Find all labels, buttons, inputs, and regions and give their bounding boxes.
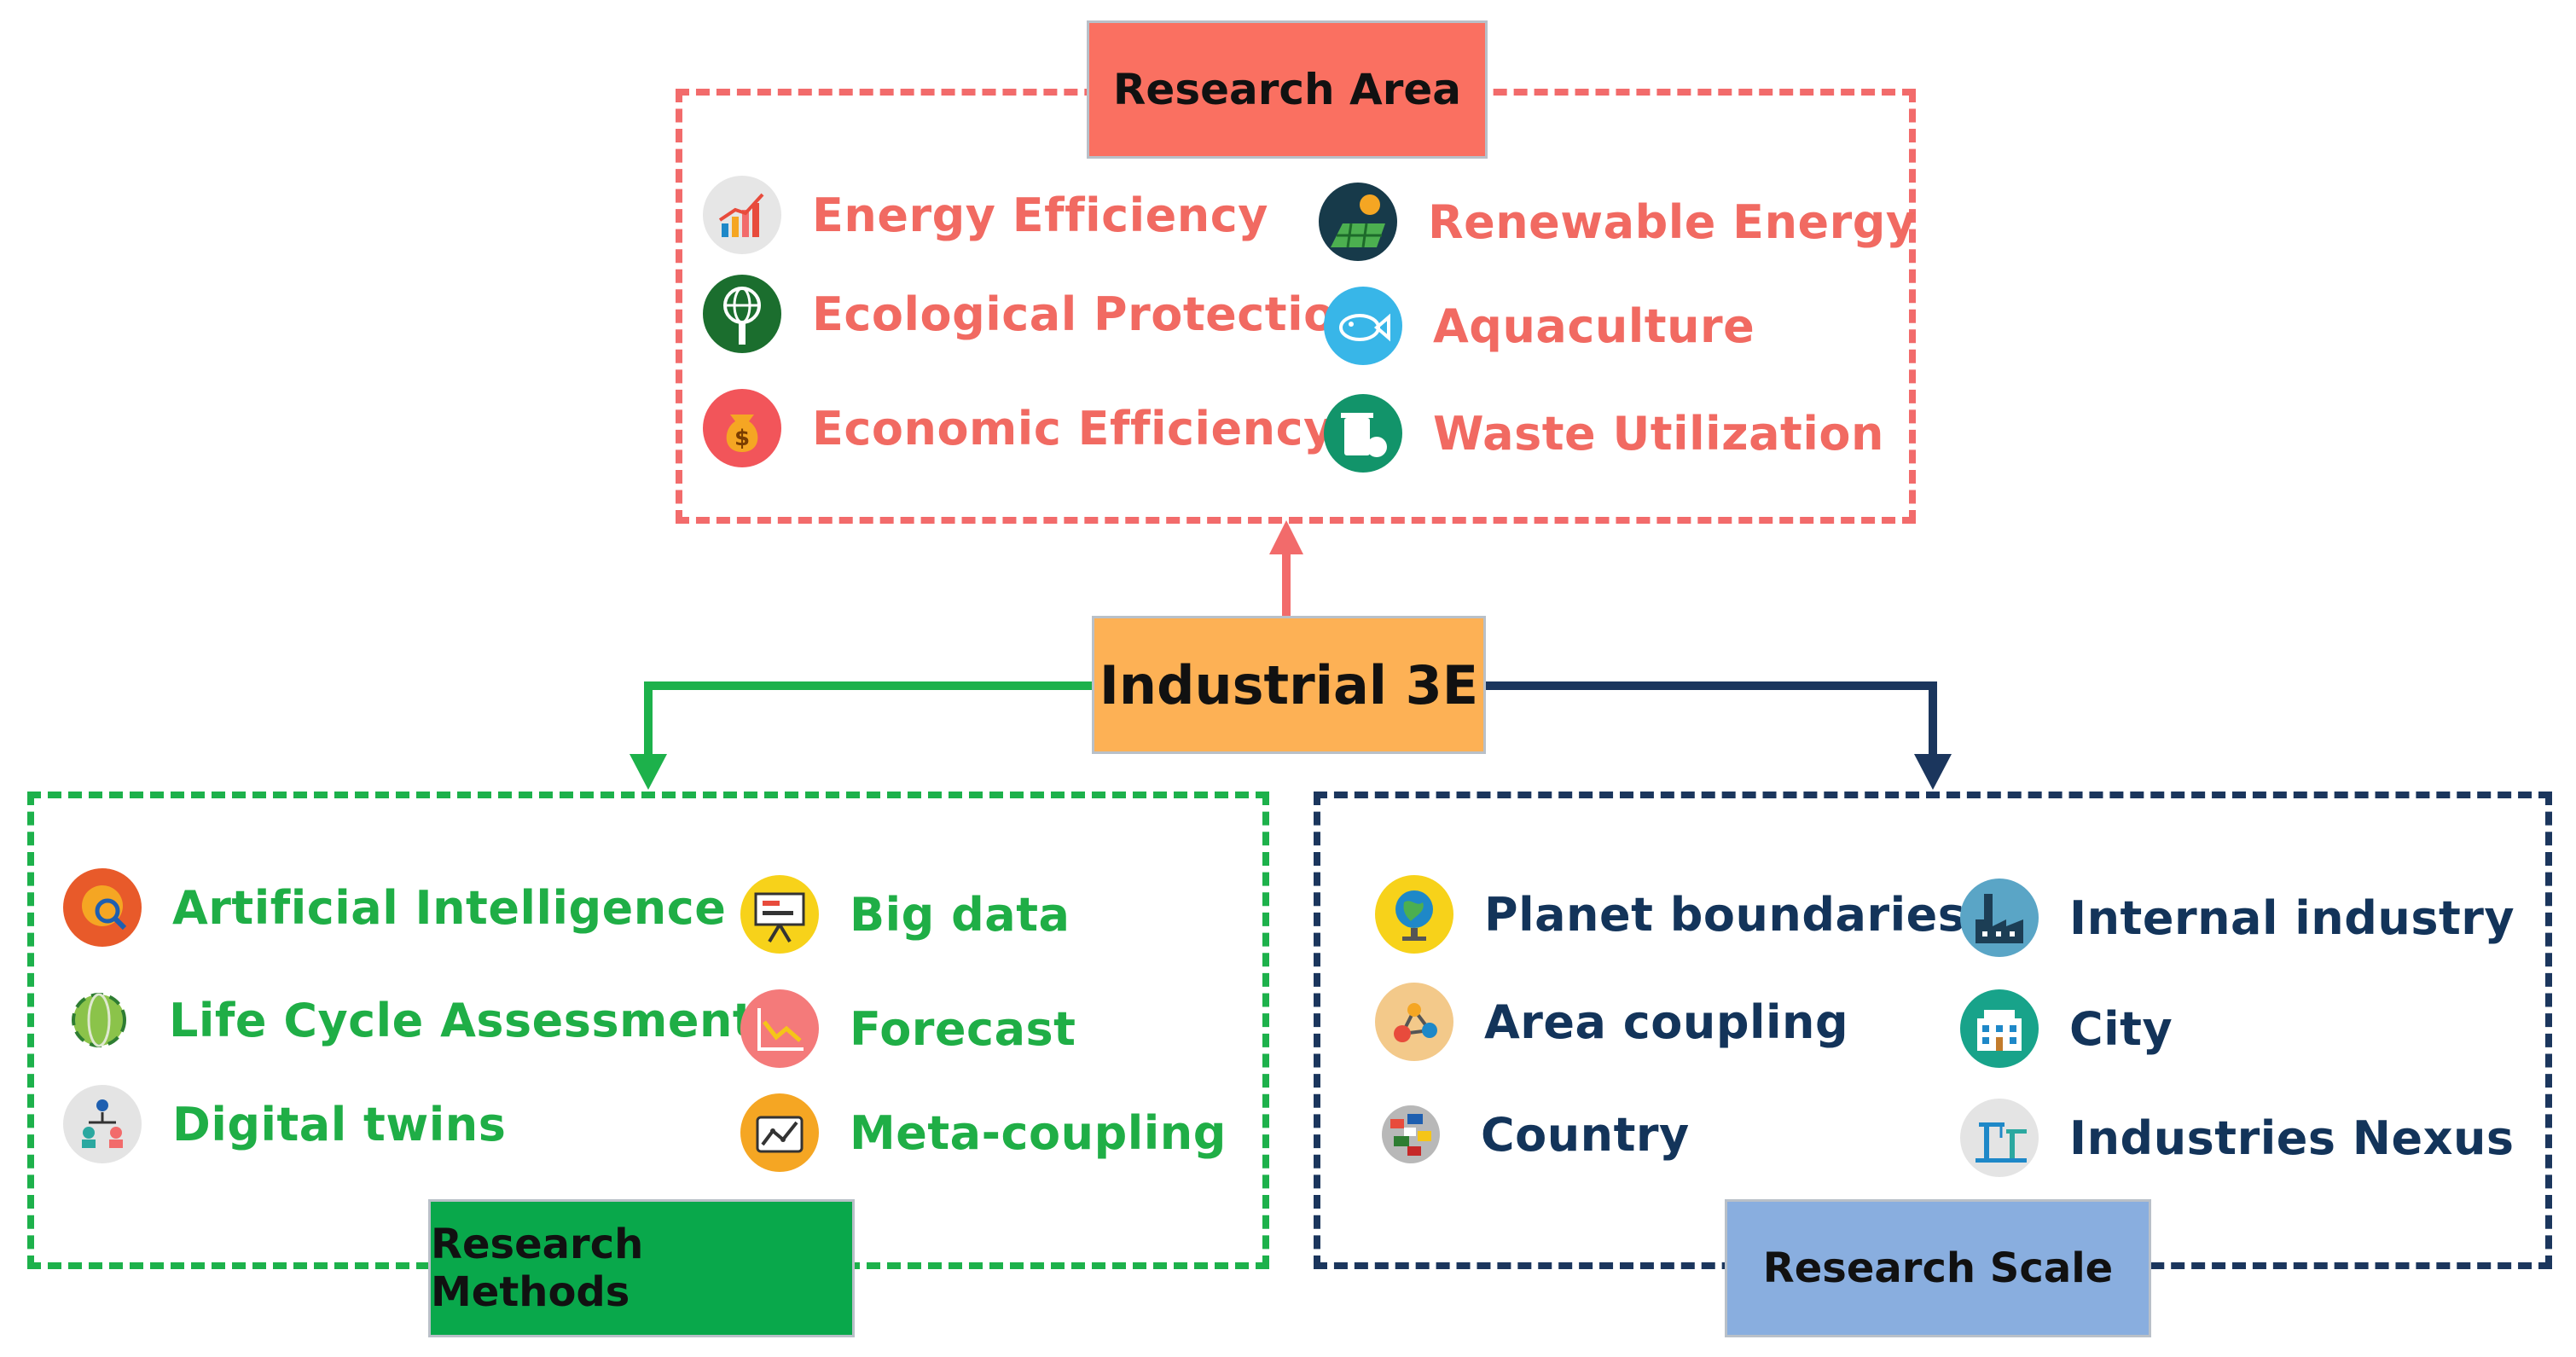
method-item-label: Artificial Intelligence [172,880,727,935]
scale-item-label: Planet boundaries [1484,887,1966,942]
area-item-label: Renewable Energy [1428,194,1917,249]
svg-text:$: $ [734,426,750,451]
recycle-globe-icon [58,979,140,1061]
trend-chart-icon [739,988,821,1070]
waste-bin-icon [1322,392,1404,474]
building-icon [1958,988,2040,1070]
fish-icon [1322,285,1404,367]
scale-item-label: Industries Nexus [2069,1111,2515,1165]
arrow-to-research-methods [629,681,1092,790]
scale-item-label: Internal industry [2069,890,2515,945]
scale-item-city: City [1958,988,2173,1070]
globe-stand-icon [1373,873,1455,955]
bar-chart-icon [701,174,783,256]
area-item-label: Aquaculture [1433,299,1755,353]
scale-item-industries-nexus: Industries Nexus [1958,1097,2515,1179]
area-item-energy-efficiency: Energy Efficiency [701,174,1268,256]
area-item-label: Economic Efficiency [812,401,1334,455]
area-item-label: Ecological Protection [812,287,1369,341]
scale-item-planet-boundaries: Planet boundaries [1373,873,1965,955]
research-area-title: Research Area [1087,20,1488,159]
factory-icon [1958,877,2040,959]
area-item-economic-efficiency: $ Economic Efficiency [701,387,1334,469]
method-item-artificial-intelligence: Artificial Intelligence [61,867,726,948]
method-item-label: Life Cycle Assessment [169,993,756,1047]
arrow-to-research-area [1269,520,1303,616]
scale-item-label: Country [1481,1107,1690,1162]
cranes-icon [1958,1097,2040,1179]
arrow-to-research-scale [1486,681,1952,790]
method-item-label: Forecast [850,1001,1076,1056]
method-item-forecast: Forecast [739,988,1076,1070]
scale-item-internal-industry: Internal industry [1958,877,2515,959]
area-item-label: Waste Utilization [1433,406,1884,461]
method-item-label: Big data [850,887,1070,942]
scale-item-label: City [2069,1001,2173,1056]
flags-icon [1370,1093,1452,1175]
scale-item-country: Country [1370,1093,1690,1175]
presentation-board-icon [739,873,821,955]
coupling-chart-icon [739,1092,821,1174]
money-bag-icon: $ [701,387,783,469]
area-item-renewable-energy: Renewable Energy [1317,181,1917,263]
industrial-3e-node: Industrial 3E [1092,616,1486,754]
solar-panel-icon [1317,181,1399,263]
globe-tree-icon [701,273,783,355]
method-item-meta-coupling: Meta-coupling [739,1092,1227,1174]
area-item-label: Energy Efficiency [812,188,1268,242]
network-people-icon [61,1083,143,1165]
method-item-life-cycle-assessment: Life Cycle Assessment [58,979,755,1061]
research-methods-title: Research Methods [428,1199,855,1337]
scale-item-label: Area coupling [1484,995,1849,1049]
method-item-digital-twins: Digital twins [61,1083,506,1165]
method-item-big-data: Big data [739,873,1070,955]
scale-item-area-coupling: Area coupling [1373,981,1848,1063]
area-item-ecological-protection: Ecological Protection [701,273,1369,355]
method-item-label: Digital twins [172,1097,507,1151]
method-item-label: Meta-coupling [850,1105,1227,1160]
area-item-aquaculture: Aquaculture [1322,285,1755,367]
research-scale-title: Research Scale [1725,1199,2151,1337]
area-item-waste-utilization: Waste Utilization [1322,392,1884,474]
molecule-icon [1373,981,1455,1063]
ai-search-icon [61,867,143,948]
